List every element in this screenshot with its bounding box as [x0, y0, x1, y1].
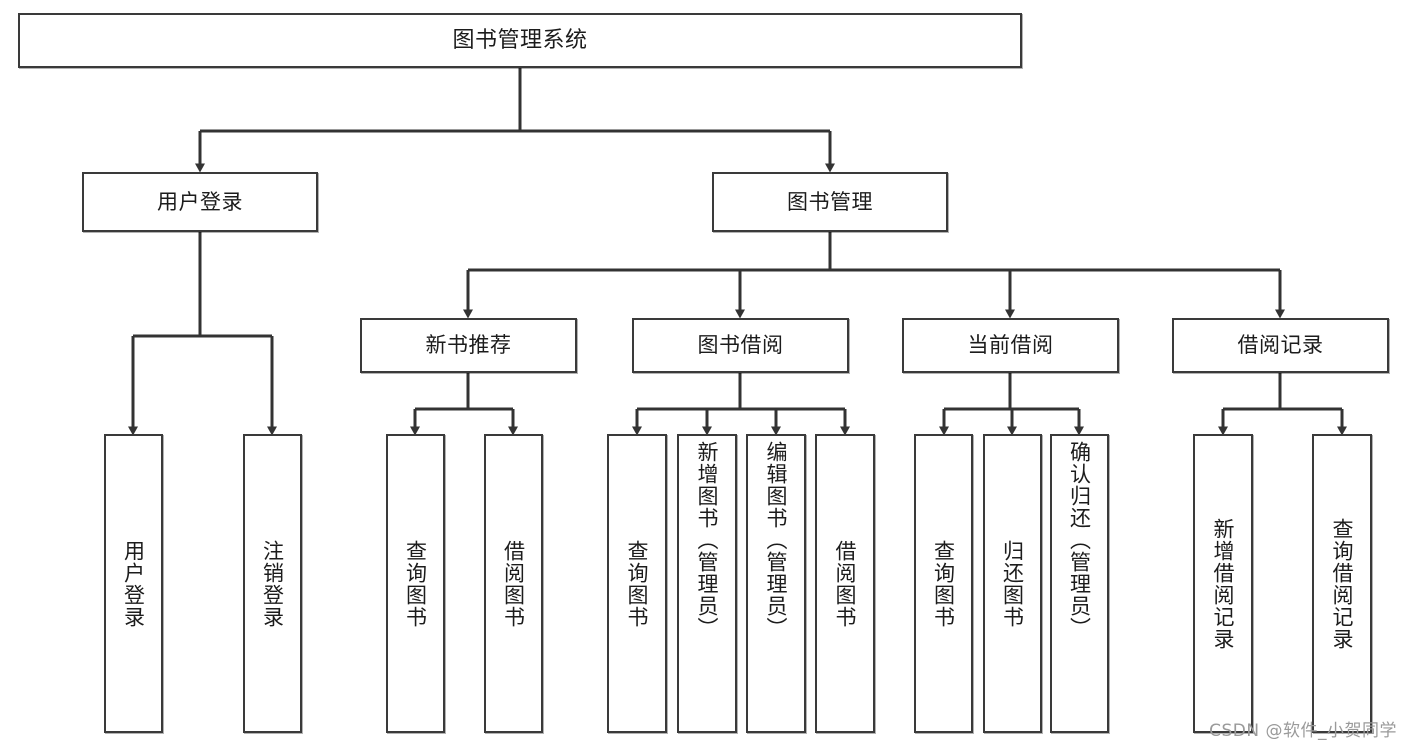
node-new-book-recommend[interactable]: 新书推荐 — [360, 318, 577, 373]
csdn-watermark: CSDN @软件_小贺同学 — [1209, 721, 1397, 741]
node-label: 查询图书 — [403, 539, 428, 628]
node-label: 新增图书（管理员） — [695, 441, 720, 639]
leaf-new-book-query-book[interactable]: 查询图书 — [386, 434, 445, 733]
node-label: 图书管理 — [787, 189, 873, 214]
node-label: 归还图书 — [1000, 539, 1025, 628]
node-user-login[interactable]: 用户登录 — [82, 172, 318, 232]
node-label: 查询借阅记录 — [1330, 517, 1355, 650]
leaf-new-book-borrow-book[interactable]: 借阅图书 — [484, 434, 543, 733]
node-label: 用户登录 — [157, 189, 243, 214]
leaf-borrow-record-query-record[interactable]: 查询借阅记录 — [1312, 434, 1372, 733]
leaf-book-borrow-query-book[interactable]: 查询图书 — [607, 434, 667, 733]
node-label: 确认归还（管理员） — [1067, 441, 1092, 639]
node-label: 注销登录 — [260, 539, 285, 628]
node-book-management[interactable]: 图书管理 — [712, 172, 948, 232]
leaf-current-borrow-return-book[interactable]: 归还图书 — [983, 434, 1042, 733]
leaf-book-borrow-edit-book-admin[interactable]: 编辑图书（管理员） — [746, 434, 806, 733]
node-root-book-management-system[interactable]: 图书管理系统 — [18, 13, 1022, 68]
node-label: 当前借阅 — [967, 333, 1054, 358]
node-current-borrow[interactable]: 当前借阅 — [902, 318, 1119, 373]
leaf-current-borrow-confirm-return-admin[interactable]: 确认归还（管理员） — [1050, 434, 1109, 733]
node-label: 编辑图书（管理员） — [764, 441, 789, 639]
leaf-user-login-logout[interactable]: 注销登录 — [243, 434, 302, 733]
node-label: 用户登录 — [121, 539, 146, 628]
leaf-user-login-login[interactable]: 用户登录 — [104, 434, 163, 733]
node-label: 图书借阅 — [697, 333, 784, 358]
leaf-book-borrow-add-book-admin[interactable]: 新增图书（管理员） — [677, 434, 737, 733]
leaf-current-borrow-query-book[interactable]: 查询图书 — [914, 434, 973, 733]
node-label: 新增借阅记录 — [1211, 517, 1236, 650]
leaf-borrow-record-add-record[interactable]: 新增借阅记录 — [1193, 434, 1253, 733]
node-borrow-record[interactable]: 借阅记录 — [1172, 318, 1389, 373]
node-label: 图书管理系统 — [452, 27, 588, 53]
node-label: 借阅记录 — [1237, 333, 1324, 358]
node-label: 借阅图书 — [501, 539, 526, 628]
leaf-book-borrow-borrow-book[interactable]: 借阅图书 — [815, 434, 875, 733]
node-label: 查询图书 — [625, 539, 650, 628]
node-book-borrow[interactable]: 图书借阅 — [632, 318, 849, 373]
node-label: 查询图书 — [931, 539, 956, 628]
node-label: 借阅图书 — [833, 539, 858, 628]
node-label: 新书推荐 — [425, 333, 512, 358]
